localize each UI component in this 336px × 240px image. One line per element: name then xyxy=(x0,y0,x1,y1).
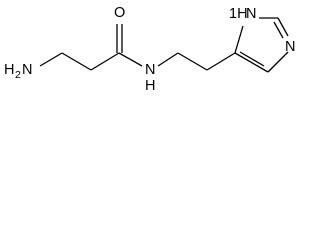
amide-h-label: H xyxy=(145,78,155,92)
bond-c3-to-c4 xyxy=(177,52,208,71)
bond-amide-n-to-c3 xyxy=(157,52,179,67)
bond-c2-to-carbonyl-c xyxy=(90,52,120,71)
ring-bond-c2-n3-b xyxy=(273,21,284,39)
ring-bond-c4-c5-b xyxy=(239,51,265,67)
bond-amine-n-to-c1 xyxy=(39,52,63,67)
amide-n-label: N xyxy=(145,62,155,78)
bond-c1-to-c2 xyxy=(61,52,92,71)
bond-c4-to-ring-c xyxy=(206,52,236,71)
chemical-structure: H 2 N O N H 1H N N xyxy=(4,5,295,92)
amine-h-count: 2 xyxy=(15,69,21,81)
ring-bond-c2-n3-a xyxy=(277,17,289,37)
ring-n-label: N xyxy=(285,39,295,55)
amine-h-label: H xyxy=(4,62,14,78)
atom-labels: H 2 N O N H 1H N N xyxy=(4,5,295,92)
ring-nh-n-label: N xyxy=(246,6,256,22)
ring-bond-n3-c4 xyxy=(267,51,289,73)
ring-bond-c5-n1 xyxy=(234,25,244,54)
bond-carbonyl-c-to-amide-n xyxy=(118,52,143,67)
amine-n-label: N xyxy=(22,62,32,78)
bond-network xyxy=(39,17,289,73)
ring-bond-c4-c5-a xyxy=(234,52,269,73)
ring-nh-h-label: 1H xyxy=(229,6,248,22)
carbonyl-o-label: O xyxy=(114,5,125,21)
